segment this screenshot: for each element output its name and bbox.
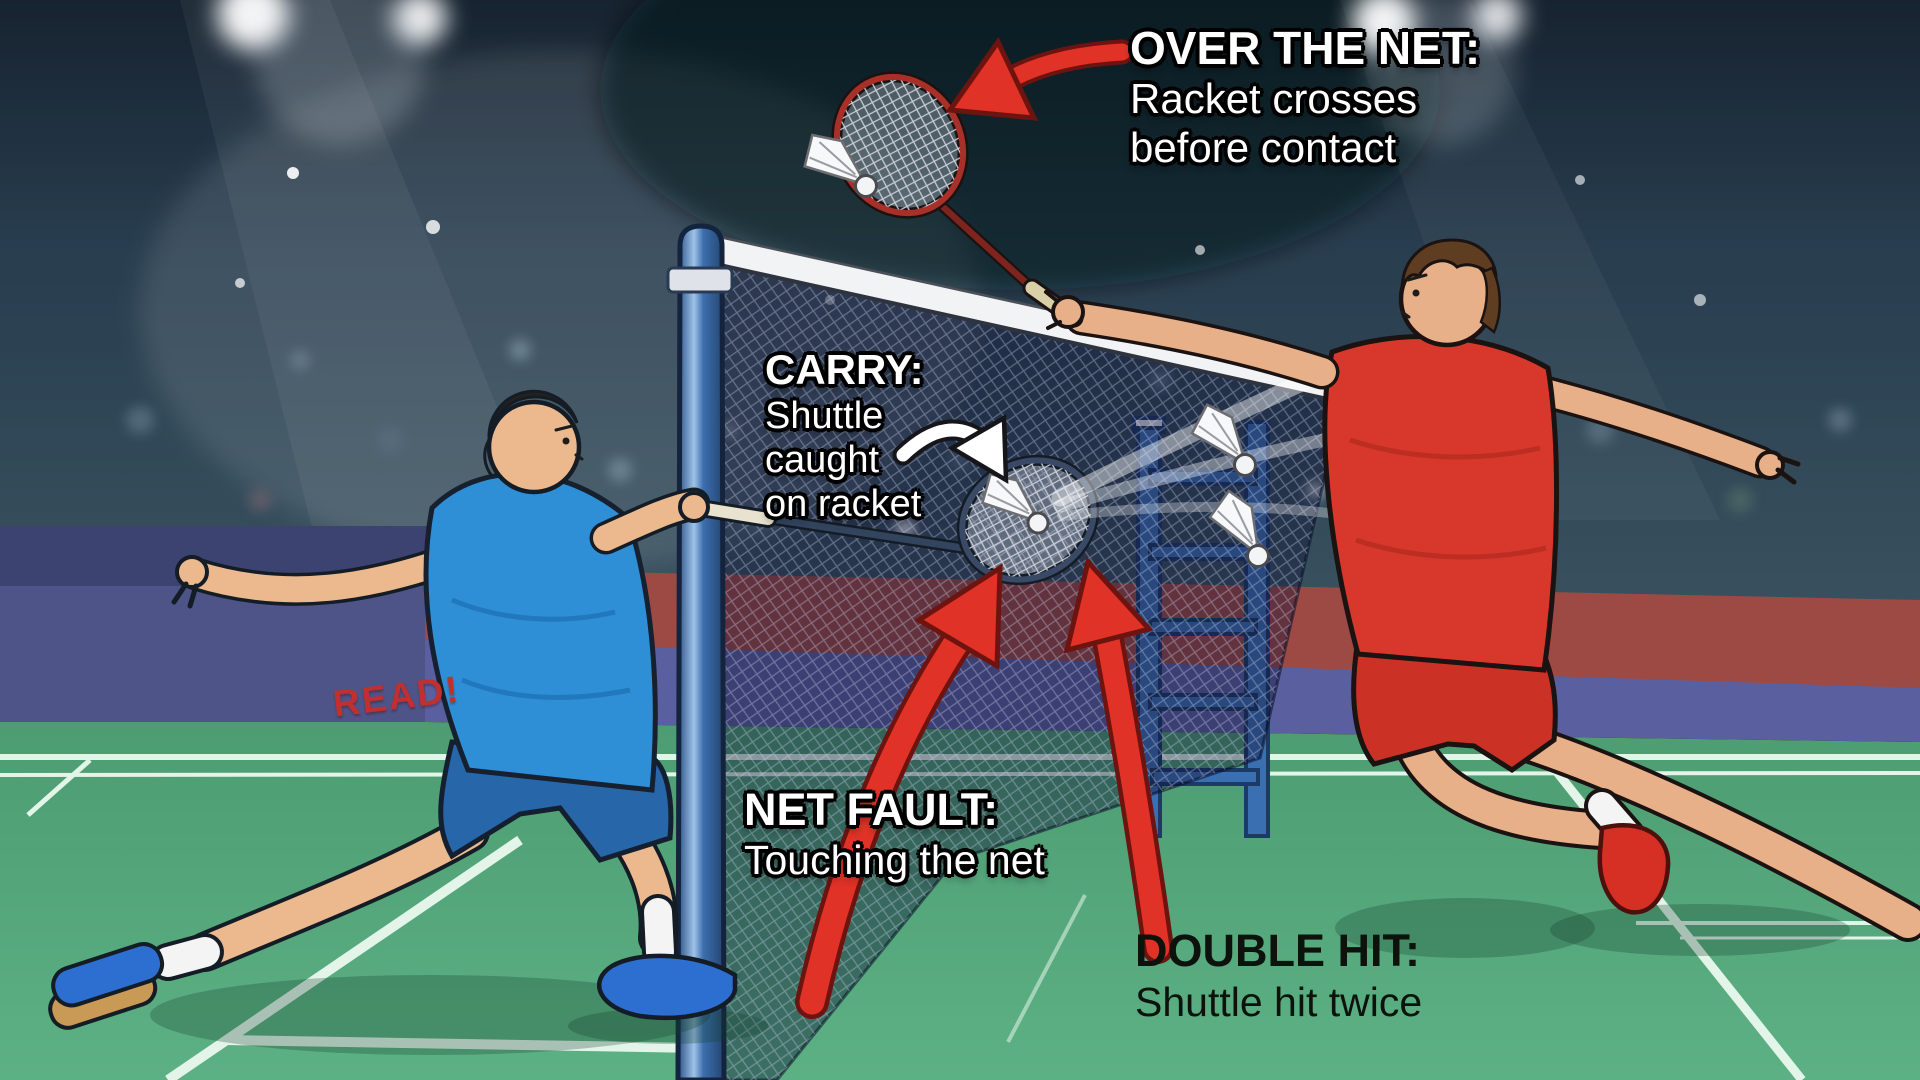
flying-shuttle-2 <box>1208 489 1270 568</box>
carry-line3: on racket <box>765 483 922 525</box>
carry-title: CARRY: <box>765 346 924 393</box>
over-net-shuttle <box>803 133 878 198</box>
net-fault-arrow <box>795 563 1003 1019</box>
blue-player-hair <box>487 389 579 438</box>
red-player <box>1064 238 1920 942</box>
red-player-hand <box>1051 295 1085 329</box>
net-fault-line1: Touching the net <box>744 837 1045 883</box>
flying-shuttle-1 <box>1190 403 1257 477</box>
carry-line1: Shuttle <box>765 395 884 437</box>
over-the-net-arrow <box>945 37 1135 121</box>
blue-player-hand <box>678 491 710 523</box>
net-pole <box>666 223 734 1080</box>
over-the-net-callout: OVER THE NET: Racket crosses before cont… <box>1130 22 1480 172</box>
blue-racket <box>678 454 1100 586</box>
blue-player <box>48 389 738 1030</box>
double-hit-callout: DOUBLE HIT: Shuttle hit twice <box>1135 924 1422 1026</box>
double-hit-line1: Shuttle hit twice <box>1135 979 1423 1025</box>
double-hit-title: DOUBLE HIT: <box>1135 925 1420 976</box>
pole-clamp <box>666 266 734 294</box>
double-hit-arrow <box>1063 556 1174 964</box>
over-the-net-line1: Racket crosses <box>1130 75 1418 122</box>
over-the-net-line2: before contact <box>1130 124 1397 171</box>
red-front-shoe <box>1597 822 1671 915</box>
red-racket <box>803 71 1085 330</box>
blue-back-shoe <box>48 942 165 1030</box>
net-fault-callout: NET FAULT: Touching the net <box>744 784 1045 884</box>
arena-lights <box>217 0 1522 145</box>
red-shirt <box>1322 333 1560 673</box>
carry-line2: caught <box>765 439 880 481</box>
blue-front-shoe <box>597 953 738 1020</box>
carry-arrow <box>892 414 1009 485</box>
net-fault-title: NET FAULT: <box>744 784 999 835</box>
caught-shuttle <box>980 472 1050 535</box>
carry-callout: CARRY: Shuttle caught on racket <box>765 346 924 526</box>
shadows <box>150 898 1850 1055</box>
over-the-net-title: OVER THE NET: <box>1130 22 1481 74</box>
